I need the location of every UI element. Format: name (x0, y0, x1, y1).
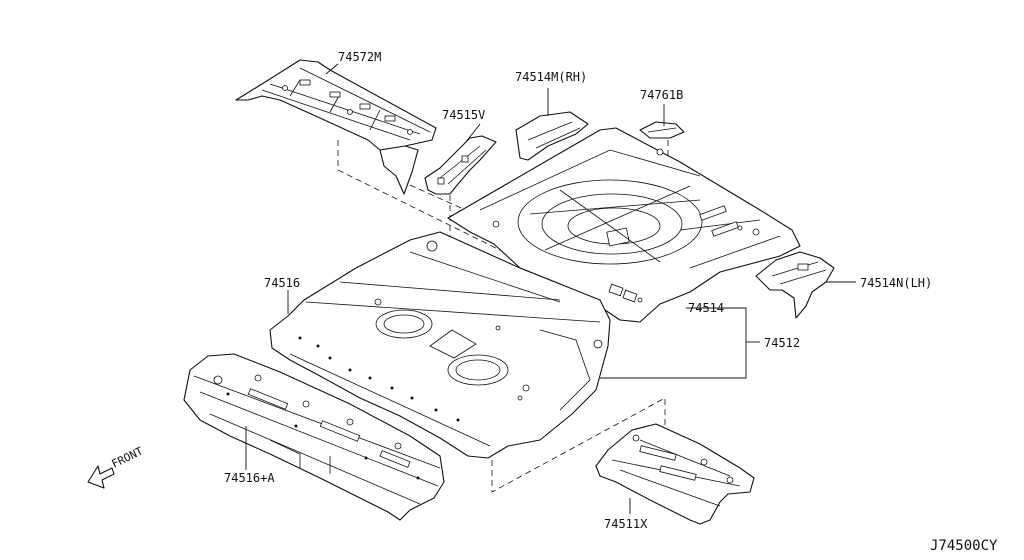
part-74516-drawing (269, 231, 611, 459)
front-arrow-icon (87, 465, 115, 489)
label-74511X: 74511X (604, 517, 648, 531)
label-74516: 74516 (264, 276, 300, 290)
diagram-code: J74500CY (930, 538, 998, 554)
part-74516A-drawing (183, 353, 445, 521)
label-74515V: 74515V (442, 108, 485, 122)
part-74572M-drawing (235, 59, 437, 195)
front-label: FRONT (110, 444, 146, 470)
part-74511X-drawing (595, 423, 755, 525)
label-74572M: 74572M (338, 50, 381, 64)
label-74514M: 74514M(RH) (515, 70, 587, 84)
leader-lines (245, 63, 856, 514)
part-74515V-drawing (424, 135, 497, 195)
label-74514N: 74514N(LH) (860, 276, 932, 290)
label-74514: 74514 (688, 301, 724, 315)
part-74761B-drawing (639, 121, 685, 139)
label-74761B: 74761B (640, 88, 683, 102)
label-74512: 74512 (764, 336, 800, 350)
part-74514N-drawing (755, 251, 835, 319)
part-74514M-drawing (515, 111, 589, 161)
label-74516A: 74516+A (224, 471, 275, 485)
